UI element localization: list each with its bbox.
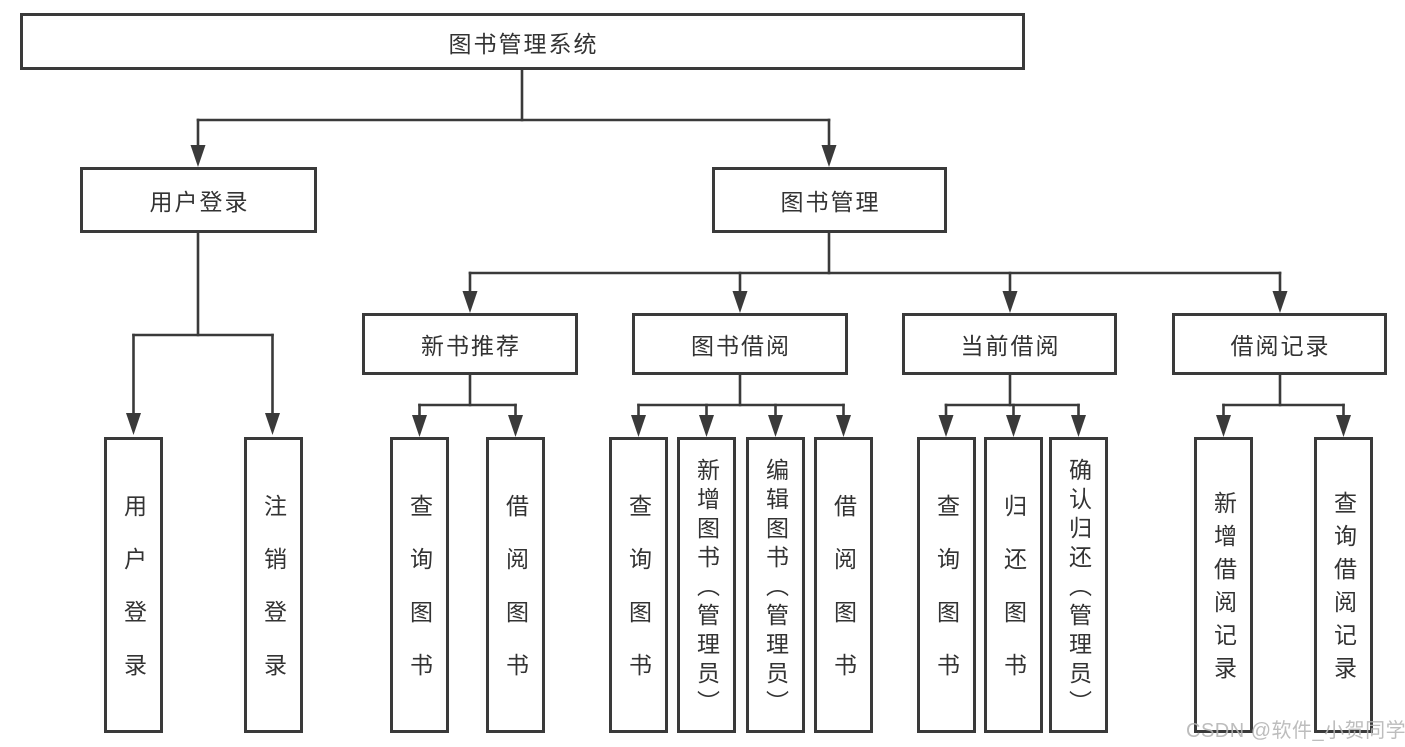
leaf-query-books-borrow-label: 查询图书	[625, 494, 652, 706]
node-user-login: 用户登录	[80, 167, 317, 233]
csdn-watermark: CSDN @软件_小贺同学	[1186, 720, 1405, 742]
leaf-logout-label: 注销登录	[260, 494, 287, 706]
node-borrow-records: 借阅记录	[1172, 313, 1387, 375]
node-new-book-recommend: 新书推荐	[362, 313, 578, 375]
node-library-system-label: 图书管理系统	[448, 30, 599, 57]
leaf-return-book: 归还图书	[984, 437, 1043, 733]
leaf-return-book-label: 归还图书	[1000, 494, 1027, 706]
leaf-user-login: 用户登录	[104, 437, 163, 733]
leaf-borrow-books-label: 借阅图书	[830, 494, 857, 706]
node-user-login-label: 用户登录	[149, 189, 250, 215]
leaf-confirm-return-admin: 确认归还（管理员）	[1049, 437, 1108, 733]
leaf-add-borrow-record-label: 新增借阅记录	[1210, 491, 1237, 689]
leaf-query-books-recommend: 查询图书	[390, 437, 449, 733]
leaf-borrow-books: 借阅图书	[814, 437, 873, 733]
leaf-query-books-current-label: 查询图书	[933, 494, 960, 706]
leaf-query-books-recommend-label: 查询图书	[406, 494, 433, 706]
leaf-query-books-borrow: 查询图书	[609, 437, 668, 733]
node-borrow-records-label: 借阅记录	[1230, 333, 1331, 359]
leaf-user-login-label: 用户登录	[120, 494, 147, 706]
leaf-query-borrow-record-label: 查询借阅记录	[1330, 491, 1357, 689]
node-book-borrow-label: 图书借阅	[691, 333, 791, 359]
leaf-add-book-admin-label: 新增图书（管理员）	[693, 457, 720, 719]
leaf-edit-book-admin-label: 编辑图书（管理员）	[762, 457, 789, 719]
node-book-management-label: 图书管理	[780, 189, 881, 215]
leaf-add-book-admin: 新增图书（管理员）	[677, 437, 736, 733]
leaf-borrow-books-recommend-label: 借阅图书	[502, 494, 529, 706]
leaf-borrow-books-recommend: 借阅图书	[486, 437, 545, 733]
leaf-query-borrow-record: 查询借阅记录	[1314, 437, 1373, 733]
node-book-borrow: 图书借阅	[632, 313, 848, 375]
node-book-management: 图书管理	[712, 167, 947, 233]
leaf-add-borrow-record: 新增借阅记录	[1194, 437, 1253, 733]
node-current-borrow: 当前借阅	[902, 313, 1117, 375]
leaf-confirm-return-admin-label: 确认归还（管理员）	[1065, 457, 1092, 719]
node-current-borrow-label: 当前借阅	[960, 333, 1061, 359]
leaf-logout: 注销登录	[244, 437, 303, 733]
leaf-query-books-current: 查询图书	[917, 437, 976, 733]
leaf-edit-book-admin: 编辑图书（管理员）	[746, 437, 805, 733]
node-library-system: 图书管理系统	[20, 13, 1025, 70]
node-new-book-recommend-label: 新书推荐	[421, 333, 521, 359]
